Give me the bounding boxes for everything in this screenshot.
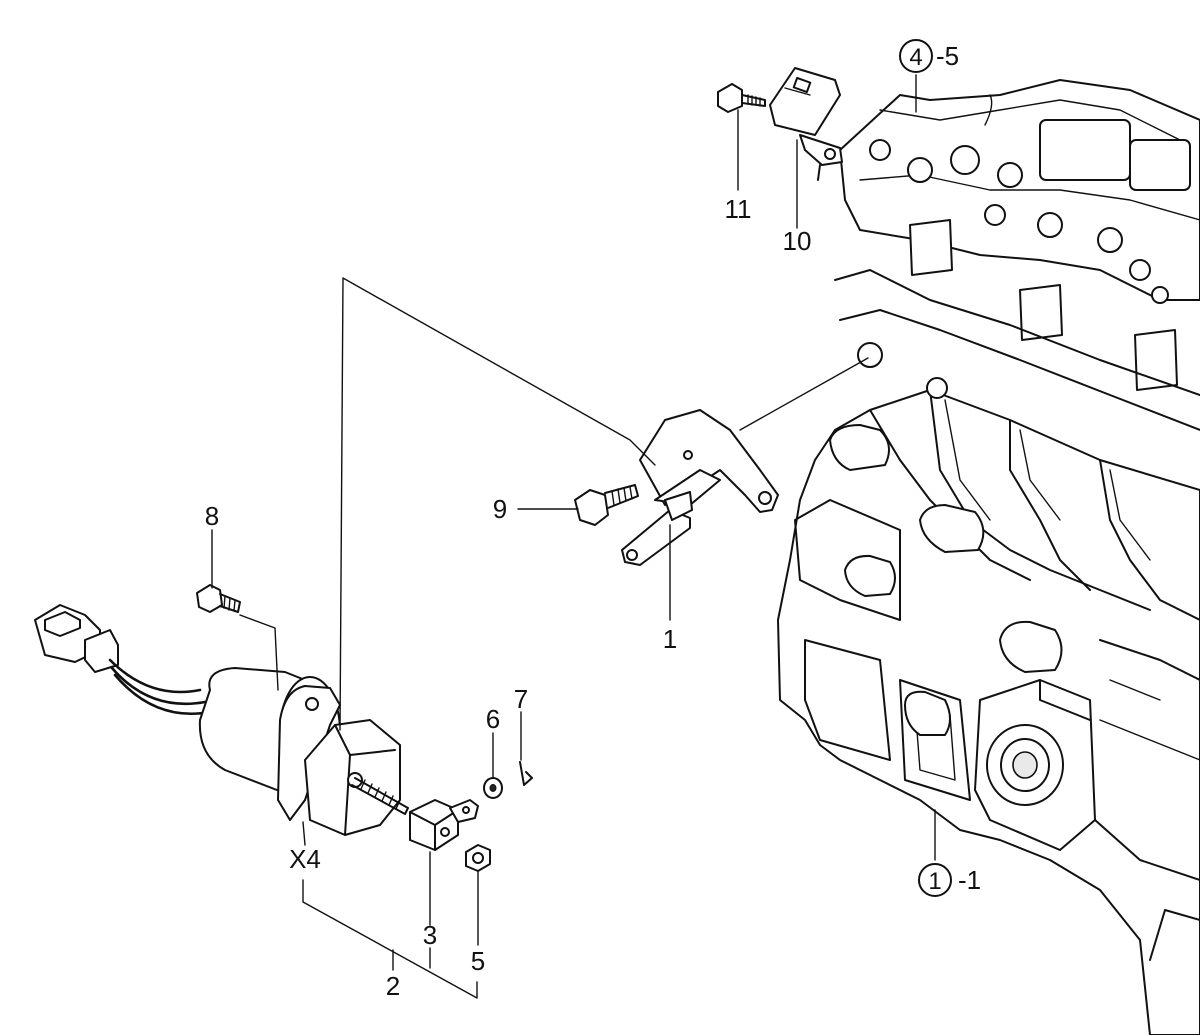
callout-6: 6 — [486, 704, 500, 734]
callout-5: 5 — [471, 946, 485, 976]
bracket-lever — [621, 409, 779, 566]
linkage-block-3 — [409, 799, 479, 851]
solenoid-assembly — [34, 604, 409, 836]
reference-1-suffix: -1 — [958, 865, 981, 895]
hex-bolt-9 — [574, 484, 639, 526]
callout-2: 2 — [386, 971, 400, 1001]
hex-bolt-11 — [717, 83, 766, 113]
quantity-x4: X4 — [289, 844, 321, 874]
split-pin-7 — [519, 761, 533, 786]
callout-10: 10 — [783, 226, 812, 256]
callout-1: 1 — [663, 624, 677, 654]
reference-4-5: 4 -5 — [899, 39, 959, 73]
hex-nut-5 — [465, 844, 491, 872]
callout-7: 7 — [514, 684, 528, 714]
callout-labels: 1 2 3 5 6 7 8 9 10 11 X4 — [205, 194, 812, 1001]
leader-lines — [211, 74, 936, 999]
reference-1-number: 1 — [928, 868, 941, 895]
callout-8: 8 — [205, 501, 219, 531]
callout-3: 3 — [423, 920, 437, 950]
callout-9: 9 — [493, 494, 507, 524]
sensor-assembly — [769, 67, 843, 181]
hex-bolt-8 — [196, 584, 241, 613]
reference-1-1: 1 -1 — [918, 863, 981, 897]
reference-4-number: 4 — [909, 44, 922, 71]
callout-11: 11 — [725, 194, 752, 224]
washer-6 — [483, 777, 503, 799]
reference-4-suffix: -5 — [936, 41, 959, 71]
engine-block — [777, 79, 1200, 1035]
